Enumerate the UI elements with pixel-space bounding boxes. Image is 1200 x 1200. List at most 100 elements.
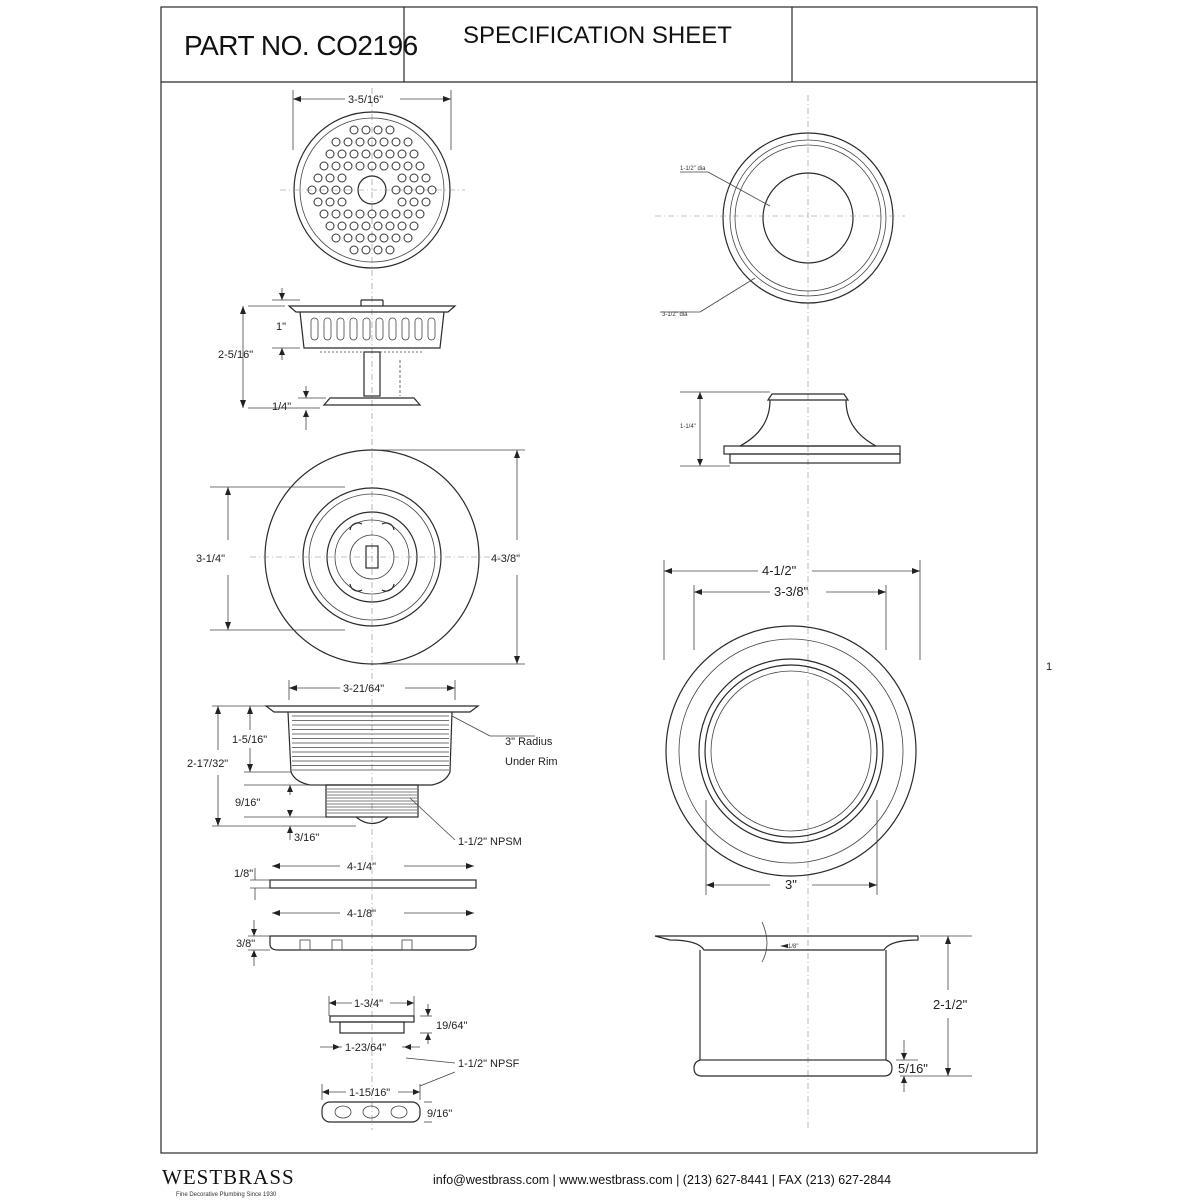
strainer-hole [319, 209, 329, 219]
basket-slot [401, 317, 410, 341]
stopper-side-view: 1-1/4" [680, 391, 901, 467]
dim-stopper-outer: 3-1/2" dia [662, 312, 688, 318]
strainer-hole [403, 137, 413, 147]
strainer-hole [325, 149, 335, 159]
strainer-hole [325, 173, 335, 183]
dim-collar-height: 2-1/2" [933, 997, 968, 1012]
friction-ring-view: 4-1/8" 3/8" [236, 908, 477, 966]
strainer-hole [337, 173, 347, 183]
dim-collar-outer: 4-1/2" [762, 563, 797, 578]
strainer-hole [409, 197, 419, 207]
strainer-hole [415, 185, 425, 195]
basket-slot [414, 317, 423, 341]
strainer-hole [319, 185, 329, 195]
strainer-hole [331, 161, 341, 171]
strainer-hole [331, 209, 341, 219]
dim-washer-height: 19/64" [436, 1020, 468, 1032]
part-number: PART NO. CO2196 [184, 30, 418, 61]
dim-gasket-width: 4-1/4" [347, 861, 376, 873]
strainer-hole [343, 233, 353, 243]
strainer-hole [379, 161, 389, 171]
strainer-hole [379, 233, 389, 243]
dim-stopper-height: 1-1/4" [680, 424, 696, 430]
strainer-hole [385, 149, 395, 159]
strainer-hole [325, 197, 335, 207]
dim-collar-mid: 3-3/8" [774, 584, 809, 599]
strainer-hole [331, 233, 341, 243]
strainer-hole [391, 185, 401, 195]
strainer-hole [367, 209, 377, 219]
strainer-hole [373, 125, 383, 135]
strainer-hole [427, 185, 437, 195]
dim-basket-total-height: 2-5/16" [218, 349, 253, 361]
collar-side-view: 1/8" 2-1/2" 5/16" [654, 921, 972, 1092]
dim-collar-lip: 1/8" [788, 944, 798, 950]
strainer-hole [313, 173, 323, 183]
strainer-hole [355, 209, 365, 219]
basket-slot [349, 317, 358, 341]
strainer-hole [403, 209, 413, 219]
strainer-hole [343, 137, 353, 147]
strainer-top-view: 3-5/16" [280, 90, 465, 269]
flange-top-view: 3-1/4" 4-3/8" [196, 449, 525, 665]
strainer-hole [349, 125, 359, 135]
strainer-hole [343, 161, 353, 171]
strainer-hole [361, 125, 371, 135]
basket-slots [310, 317, 436, 341]
locknut-view: 1-15/16" 9/16" [321, 1071, 456, 1123]
dim-body-thread: 9/16" [235, 797, 260, 809]
strainer-hole [409, 173, 419, 183]
strainer-hole [391, 137, 401, 147]
strainer-hole [391, 209, 401, 219]
strainer-hole [385, 125, 395, 135]
brand-logo: WESTBRASS [162, 1165, 295, 1189]
stopper-top-view: 1-1/2" dia 3-1/2" dia [655, 132, 905, 318]
strainer-hole [361, 221, 371, 231]
strainer-hole [409, 149, 419, 159]
dim-washer-top: 1-3/4" [354, 998, 383, 1010]
dim-gasket-thickness: 1/8" [234, 868, 253, 880]
strainer-hole [397, 149, 407, 159]
dim-body-top-width: 3-21/64" [343, 683, 384, 695]
basket-slot [310, 317, 319, 341]
strainer-hole [397, 221, 407, 231]
dim-body-total: 2-17/32" [187, 758, 228, 770]
strainer-holes [307, 125, 437, 255]
brand-tagline: Fine Decorative Plumbing Since 1930 [176, 1192, 277, 1198]
strainer-hole [367, 233, 377, 243]
strainer-hole [349, 221, 359, 231]
dim-flange-inner: 3-1/4" [196, 553, 225, 565]
radius-note-line-2: Under Rim [505, 756, 558, 768]
strainer-hole [373, 221, 383, 231]
dim-body-tip: 3/16" [294, 832, 319, 844]
dim-collar-inner: 3" [785, 877, 797, 892]
strainer-hole [415, 161, 425, 171]
basket-slot [427, 317, 436, 341]
strainer-hole [391, 161, 401, 171]
strainer-hole [385, 245, 395, 255]
strainer-hole [403, 233, 413, 243]
dim-friction-width: 4-1/8" [347, 908, 376, 920]
strainer-hole [349, 245, 359, 255]
dim-basket-base: 1/4" [272, 401, 291, 413]
strainer-hole [319, 161, 329, 171]
strainer-hole [337, 197, 347, 207]
strainer-hole [421, 197, 431, 207]
strainer-hole [307, 185, 317, 195]
strainer-hole [361, 149, 371, 159]
strainer-hole [337, 221, 347, 231]
dim-body-upper: 1-5/16" [232, 734, 267, 746]
dim-basket-height: 1" [276, 321, 286, 333]
strainer-hole [397, 197, 407, 207]
dim-washer-bottom: 1-23/64" [345, 1042, 386, 1054]
strainer-hole [421, 173, 431, 183]
strainer-hole [373, 149, 383, 159]
strainer-hole [415, 209, 425, 219]
strainer-hole [343, 185, 353, 195]
strainer-hole [349, 149, 359, 159]
strainer-hole [409, 221, 419, 231]
basket-slot [362, 317, 371, 341]
dim-locknut-width: 1-15/16" [349, 1087, 390, 1099]
strainer-hole [373, 245, 383, 255]
strainer-hole [379, 209, 389, 219]
